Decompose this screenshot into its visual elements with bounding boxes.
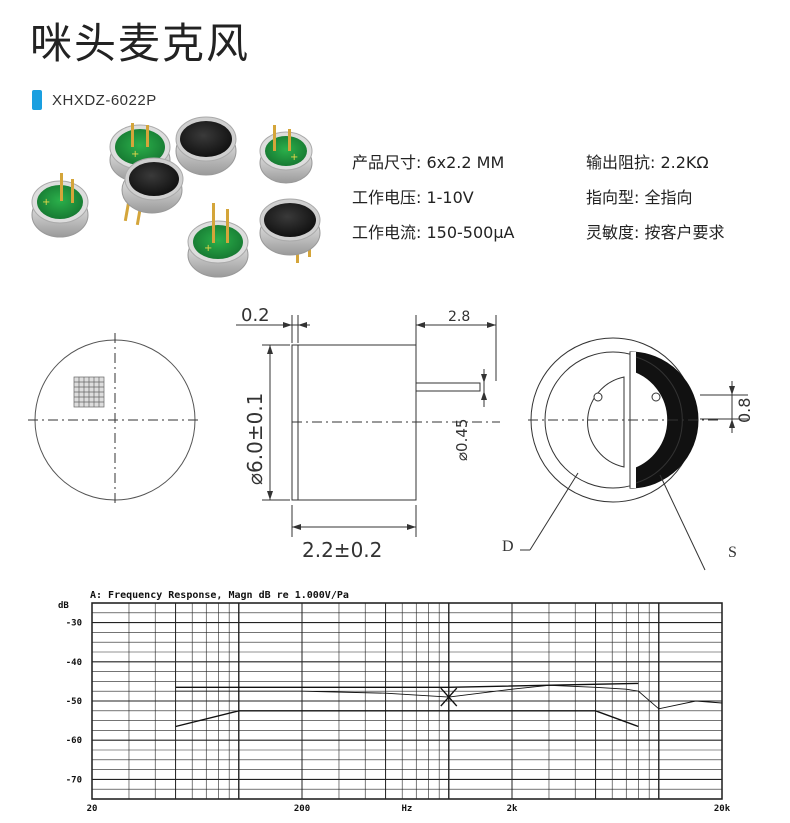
x-tick-label: 20 [87,804,98,814]
model-number: XHXDZ-6022P [52,91,157,109]
spec-size: 产品尺寸: 6x2.2 MM [352,153,505,172]
spec-voltage: 工作电压: 1-10V [352,188,474,207]
capsule-green-2: + [259,125,313,184]
capsule-green-3: + [31,173,89,238]
svg-text:+: + [131,149,139,160]
y-unit-label: dB [58,601,69,611]
y-tick-label: -60 [66,736,82,746]
x-tick-label: 2k [507,804,518,814]
spec-directivity: 指向型: 全指向 [586,188,693,207]
x-tick-labels: 20 200 Hz 2k 20k [87,804,731,814]
dim-pin-diameter: ⌀0.45 [453,419,471,461]
series-line-2 [175,682,639,689]
y-tick-label: -30 [66,619,82,629]
page-title: 咪头麦克风 [30,19,251,68]
rear-view [520,337,748,571]
cross-marker [440,687,458,707]
x-tick-label: 200 [294,804,310,814]
side-view [236,315,500,537]
series-line-3 [175,710,639,728]
x-tick-label: 20k [714,804,731,814]
chart-title: A: Frequency Response, Magn dB re 1.000V… [90,590,349,601]
dimension-arrows [267,322,496,530]
product-photo: + + + + [31,116,321,278]
spec-current: 工作电流: 150-500μA [352,223,515,242]
spec-sensitivity: 灵敏度: 按客户要求 [586,223,725,242]
y-tick-label: -50 [66,697,82,707]
chart-series [175,682,723,728]
model-tag: XHXDZ-6022P [32,90,157,110]
capsule-green-4: + [187,203,249,278]
accent-bar [32,90,42,110]
capsule-black-1 [175,116,237,176]
capsule-black-3 [259,198,321,263]
technical-drawing: 0.2 2.8 ⌀6.0±0.1 ⌀0.45 2.2±0.2 0.8 D S [28,305,754,571]
dim-diameter: ⌀6.0±0.1 [243,393,267,485]
dim-0-2: 0.2 [241,305,270,326]
spec-impedance: 输出阻抗: 2.2KΩ [586,153,709,172]
svg-text:+: + [42,197,50,208]
dim-0-8: 0.8 [735,398,754,423]
y-tick-label: -40 [66,658,82,668]
svg-text:+: + [290,152,298,163]
y-tick-labels: -30 -40 -50 -60 -70 [66,619,82,786]
capsule-black-2 [121,157,184,226]
chart-grid [91,602,723,800]
x-tick-label: Hz [402,804,413,814]
dim-length: 2.2±0.2 [302,538,382,562]
sound-port-mesh [73,376,105,408]
front-view [28,333,202,507]
frequency-response-chart: A: Frequency Response, Magn dB re 1.000V… [58,590,731,814]
y-tick-label: -70 [66,775,82,785]
dim-2-8: 2.8 [448,309,470,325]
label-d: D [502,538,514,555]
label-s: S [728,544,737,561]
svg-text:+: + [204,243,212,254]
